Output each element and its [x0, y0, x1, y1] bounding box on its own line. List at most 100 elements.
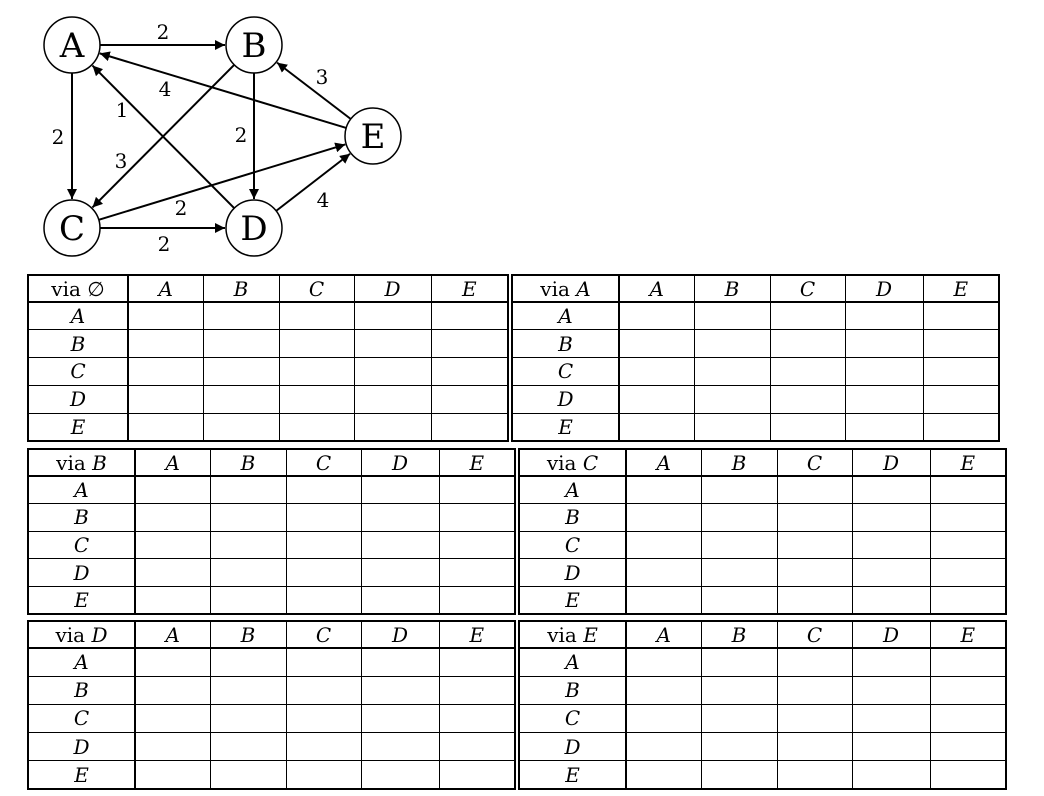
distance-cell[interactable] [285, 530, 362, 560]
distance-cell[interactable] [353, 357, 432, 386]
distance-cell[interactable] [851, 503, 931, 532]
distance-cell[interactable] [844, 357, 924, 386]
distance-cell[interactable] [438, 475, 516, 505]
distance-cell[interactable] [929, 732, 1007, 762]
distance-cell[interactable] [134, 675, 211, 705]
distance-cell[interactable] [700, 732, 778, 762]
distance-cell[interactable] [625, 703, 702, 734]
distance-cell[interactable] [127, 329, 204, 359]
distance-cell[interactable] [844, 329, 924, 359]
distance-cell[interactable] [769, 357, 846, 386]
distance-cell[interactable] [922, 384, 1000, 414]
distance-cell[interactable] [209, 675, 287, 705]
distance-cell[interactable] [625, 475, 702, 505]
distance-cell[interactable] [209, 503, 287, 532]
distance-cell[interactable] [430, 357, 509, 386]
distance-cell[interactable] [851, 585, 931, 615]
distance-cell[interactable] [922, 412, 1000, 442]
distance-cell[interactable] [360, 732, 440, 762]
distance-cell[interactable] [285, 503, 362, 532]
distance-cell[interactable] [618, 329, 695, 359]
distance-cell[interactable] [929, 760, 1007, 790]
distance-cell[interactable] [430, 384, 509, 414]
distance-cell[interactable] [844, 384, 924, 414]
distance-cell[interactable] [929, 585, 1007, 615]
distance-cell[interactable] [209, 760, 287, 790]
distance-cell[interactable] [776, 647, 853, 677]
distance-cell[interactable] [776, 530, 853, 560]
distance-cell[interactable] [202, 357, 280, 386]
distance-cell[interactable] [851, 530, 931, 560]
distance-cell[interactable] [438, 503, 516, 532]
distance-cell[interactable] [776, 732, 853, 762]
distance-cell[interactable] [625, 558, 702, 587]
distance-cell[interactable] [360, 675, 440, 705]
distance-cell[interactable] [360, 503, 440, 532]
distance-cell[interactable] [700, 760, 778, 790]
distance-cell[interactable] [929, 558, 1007, 587]
distance-cell[interactable] [851, 703, 931, 734]
distance-cell[interactable] [285, 647, 362, 677]
distance-cell[interactable] [851, 760, 931, 790]
distance-cell[interactable] [776, 675, 853, 705]
distance-cell[interactable] [618, 357, 695, 386]
distance-cell[interactable] [127, 357, 204, 386]
distance-cell[interactable] [438, 732, 516, 762]
distance-cell[interactable] [776, 760, 853, 790]
distance-cell[interactable] [134, 503, 211, 532]
distance-cell[interactable] [769, 384, 846, 414]
distance-cell[interactable] [438, 675, 516, 705]
distance-cell[interactable] [360, 585, 440, 615]
distance-cell[interactable] [700, 558, 778, 587]
distance-cell[interactable] [700, 703, 778, 734]
distance-cell[interactable] [209, 475, 287, 505]
distance-cell[interactable] [360, 475, 440, 505]
distance-cell[interactable] [430, 301, 509, 331]
distance-cell[interactable] [438, 558, 516, 587]
distance-cell[interactable] [438, 530, 516, 560]
distance-cell[interactable] [202, 412, 280, 442]
distance-cell[interactable] [134, 647, 211, 677]
distance-cell[interactable] [209, 530, 287, 560]
distance-cell[interactable] [851, 647, 931, 677]
distance-cell[interactable] [618, 301, 695, 331]
distance-cell[interactable] [844, 301, 924, 331]
distance-cell[interactable] [625, 503, 702, 532]
distance-cell[interactable] [360, 647, 440, 677]
distance-cell[interactable] [625, 675, 702, 705]
distance-cell[interactable] [134, 475, 211, 505]
distance-cell[interactable] [929, 503, 1007, 532]
distance-cell[interactable] [700, 475, 778, 505]
distance-cell[interactable] [776, 585, 853, 615]
distance-cell[interactable] [360, 703, 440, 734]
distance-cell[interactable] [438, 703, 516, 734]
distance-cell[interactable] [922, 301, 1000, 331]
distance-cell[interactable] [360, 760, 440, 790]
distance-cell[interactable] [285, 585, 362, 615]
distance-cell[interactable] [278, 384, 355, 414]
distance-cell[interactable] [202, 384, 280, 414]
distance-cell[interactable] [209, 558, 287, 587]
distance-cell[interactable] [127, 301, 204, 331]
distance-cell[interactable] [134, 585, 211, 615]
distance-cell[interactable] [700, 585, 778, 615]
distance-cell[interactable] [360, 530, 440, 560]
distance-cell[interactable] [693, 329, 771, 359]
distance-cell[interactable] [209, 703, 287, 734]
distance-cell[interactable] [278, 412, 355, 442]
distance-cell[interactable] [209, 647, 287, 677]
distance-cell[interactable] [285, 475, 362, 505]
distance-cell[interactable] [929, 675, 1007, 705]
distance-cell[interactable] [700, 647, 778, 677]
distance-cell[interactable] [693, 384, 771, 414]
distance-cell[interactable] [209, 732, 287, 762]
distance-cell[interactable] [285, 703, 362, 734]
distance-cell[interactable] [430, 329, 509, 359]
distance-cell[interactable] [353, 329, 432, 359]
distance-cell[interactable] [134, 703, 211, 734]
distance-cell[interactable] [851, 475, 931, 505]
distance-cell[interactable] [438, 647, 516, 677]
distance-cell[interactable] [202, 301, 280, 331]
distance-cell[interactable] [769, 412, 846, 442]
distance-cell[interactable] [127, 412, 204, 442]
